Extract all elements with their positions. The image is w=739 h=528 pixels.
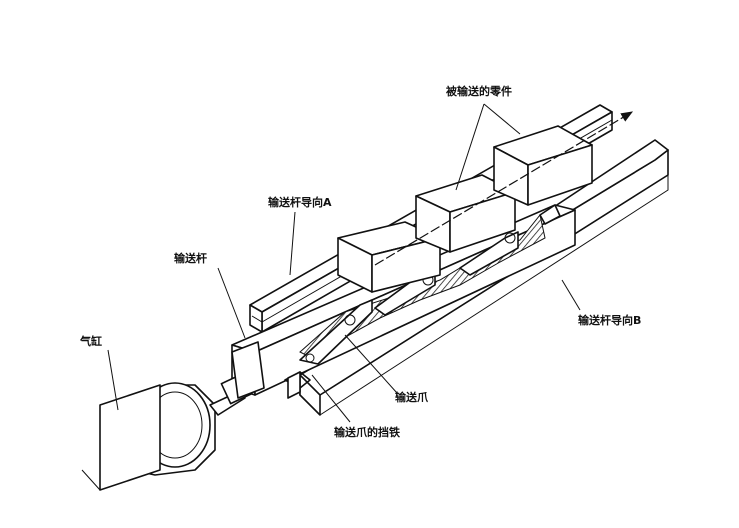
conveyor-claws bbox=[299, 204, 561, 365]
conveying-direction-arrow bbox=[374, 111, 634, 266]
label-parts-conveyed: 被输送的零件 bbox=[446, 84, 512, 98]
conveyed-part-3 bbox=[493, 125, 593, 206]
label-conveyor-claw: 输送爪 bbox=[395, 390, 429, 404]
label-guide-b: 输送杆导向B bbox=[578, 313, 641, 327]
leader-lines bbox=[107, 103, 581, 423]
label-cylinder: 气缸 bbox=[79, 334, 102, 348]
air-cylinder bbox=[81, 341, 265, 491]
label-conveyor-bar: 输送杆 bbox=[174, 251, 207, 265]
conveyed-part-2 bbox=[415, 174, 516, 253]
conveyed-part-1 bbox=[337, 221, 441, 293]
label-claw-stopper: 输送爪的挡铁 bbox=[334, 425, 400, 439]
label-guide-a: 输送杆导向A bbox=[268, 195, 332, 209]
